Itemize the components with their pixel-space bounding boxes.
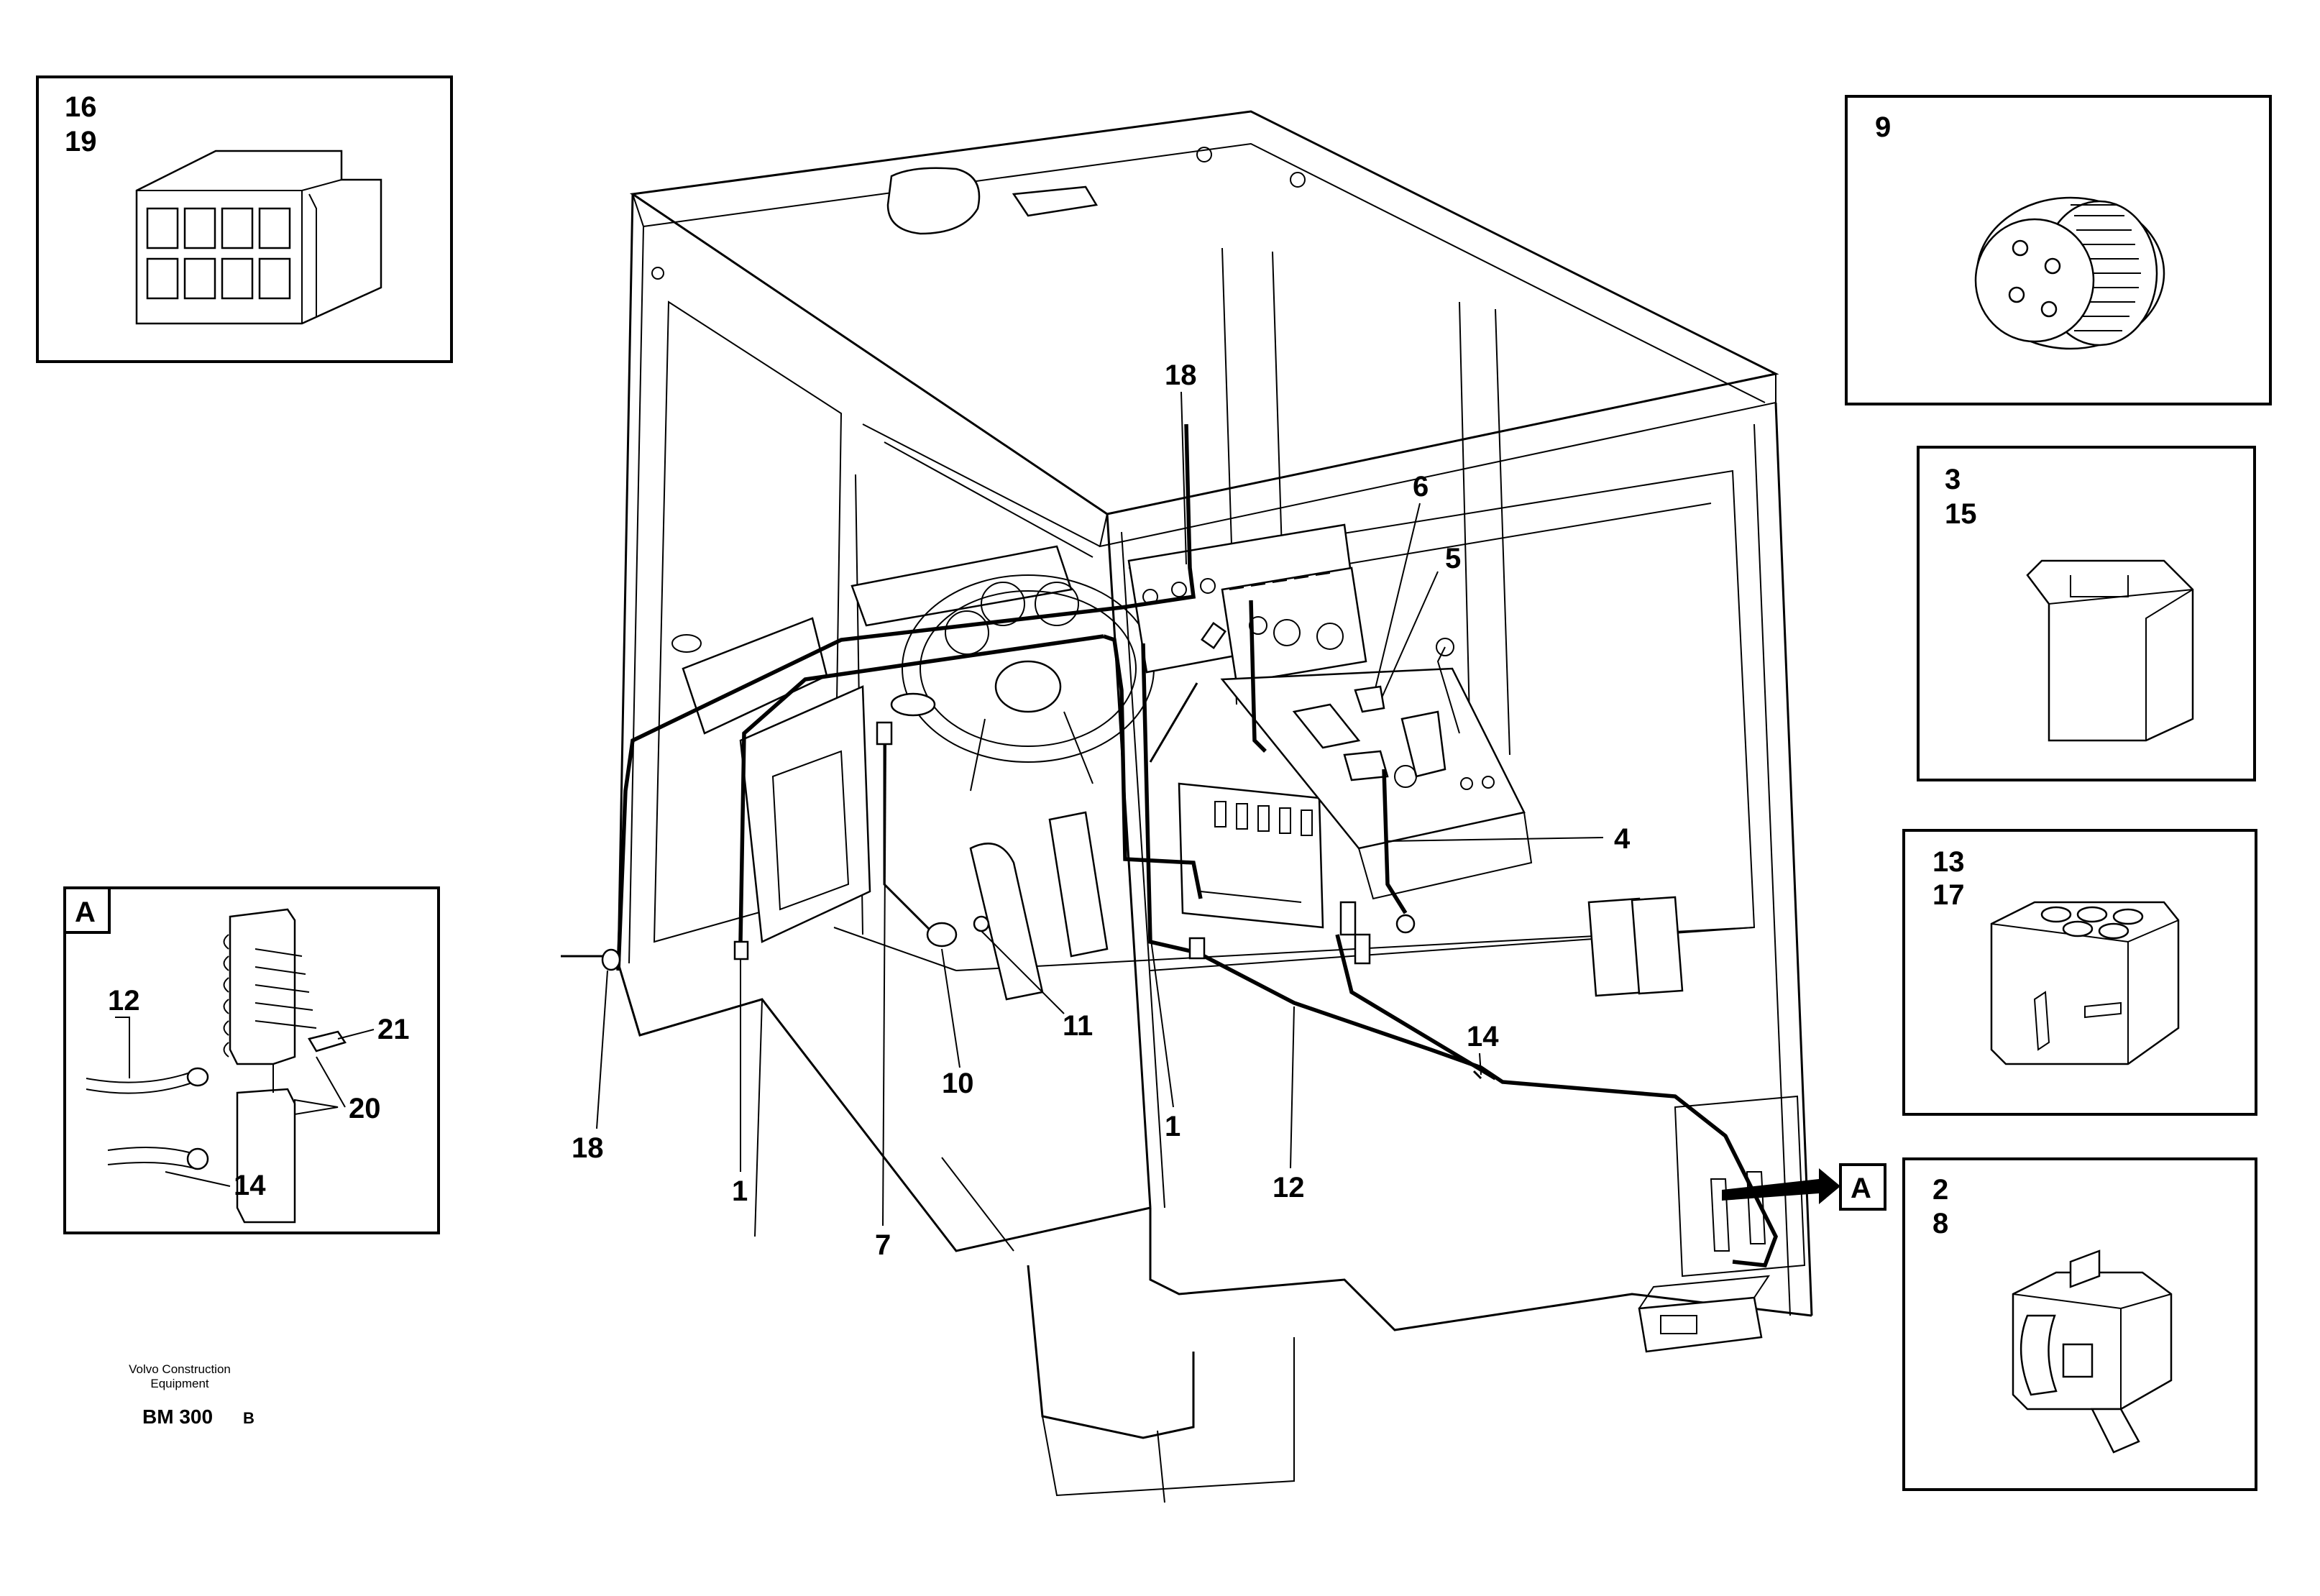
cable-14-wire — [107, 1147, 195, 1155]
cable-12-wire — [86, 1070, 195, 1083]
view-a-tag-label: A — [1851, 1173, 1871, 1204]
inset-connector-9: 9 — [1845, 95, 2272, 405]
wire-harness-1 — [733, 634, 1206, 960]
dashboard — [671, 523, 1806, 1353]
inset-connector-16-19: 16 19 — [36, 75, 453, 363]
drawing-code: BM 300 — [142, 1405, 213, 1428]
detail-a-tag-label: A — [75, 896, 96, 928]
inset-label-15: 15 — [1945, 498, 1977, 530]
inset-label-8: 8 — [1932, 1208, 1948, 1239]
view-a-tag — [1839, 1163, 1886, 1211]
inset-label-9: 9 — [1875, 111, 1891, 143]
detail-a-tag — [63, 886, 111, 934]
callout-1-right: 1 — [1165, 1111, 1180, 1142]
callout-18-top: 18 — [1165, 359, 1197, 391]
callout-12: 12 — [1273, 1172, 1305, 1203]
detail-a-inset: A 12 21 20 14 — [63, 886, 440, 1234]
relay-housing-icon — [2026, 559, 2194, 742]
callout-6: 6 — [1413, 471, 1429, 503]
view-a-arrow-icon — [1722, 1168, 1840, 1204]
callout-14: 14 — [1467, 1021, 1499, 1052]
callout-1-left: 1 — [732, 1175, 748, 1207]
callout-11: 11 — [1063, 1010, 1093, 1042]
callout-10: 10 — [942, 1068, 974, 1099]
multi-pin-connector-icon — [1990, 901, 2180, 1065]
inset-label-13: 13 — [1932, 846, 1965, 878]
wire-harness-18 — [561, 423, 1267, 971]
detail-label-12: 12 — [108, 985, 140, 1017]
leader-20 — [294, 1099, 339, 1116]
inset-connector-3-15: 3 15 — [1917, 446, 2256, 781]
round-connector-icon — [1974, 196, 2165, 350]
detail-label-14: 14 — [234, 1170, 266, 1201]
inset-label-3: 3 — [1945, 464, 1961, 495]
inset-label-19: 19 — [65, 126, 97, 157]
drawing-revision: B — [243, 1409, 255, 1427]
callout-4: 4 — [1614, 823, 1631, 855]
inset-label-17: 17 — [1932, 879, 1965, 911]
inset-label-2: 2 — [1932, 1174, 1948, 1206]
inset-label-16: 16 — [65, 91, 97, 123]
connector-8-pin-icon — [135, 150, 382, 325]
terminal-block-icon — [223, 908, 347, 1224]
leader-14 — [165, 1171, 231, 1187]
callout-18-bottom: 18 — [572, 1132, 604, 1164]
company-line-2: Equipment — [150, 1377, 209, 1390]
callouts: 18 6 5 4 11 10 14 1 18 1 7 12 A — [572, 359, 1886, 1261]
wire-harness-12-14 — [1149, 622, 1778, 1267]
callout-7: 7 — [875, 1229, 891, 1261]
company-line-1: Volvo Construction — [129, 1362, 231, 1376]
leader-21 — [337, 1029, 375, 1040]
detail-label-21: 21 — [377, 1014, 410, 1045]
detail-label-20: 20 — [349, 1093, 381, 1124]
footer: Volvo Construction Equipment BM 300 B — [129, 1362, 255, 1428]
small-plug-icon — [2012, 1249, 2173, 1454]
callout-5: 5 — [1445, 543, 1461, 574]
wire-harness-7 — [876, 692, 990, 948]
inset-connector-13-17: 13 17 — [1902, 829, 2257, 1116]
inset-connector-2-8: 2 8 — [1902, 1157, 2257, 1491]
leader-12 — [115, 1017, 130, 1078]
